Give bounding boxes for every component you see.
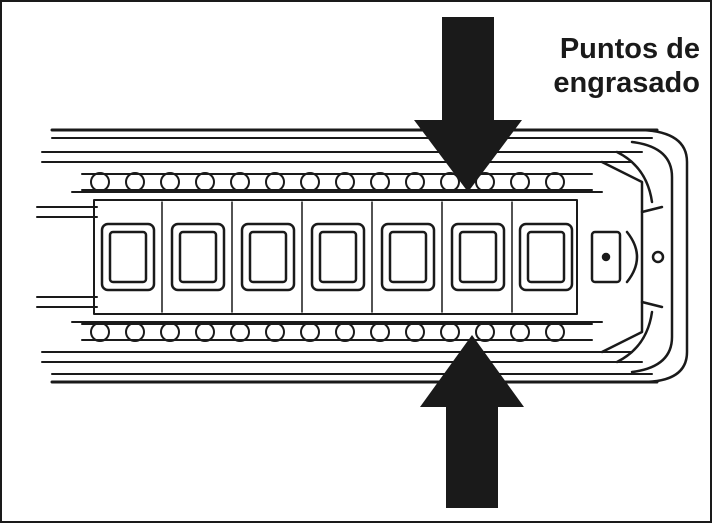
inner-rail — [36, 191, 603, 323]
bottom-ball-bearings — [81, 322, 593, 342]
arrow-up-icon — [420, 335, 524, 508]
outer-rail — [41, 128, 659, 384]
rail-end-cap — [590, 128, 689, 384]
grease-points-label-line2: engrasado — [553, 67, 700, 99]
grease-point-arrows — [414, 17, 524, 508]
top-ball-bearings — [81, 172, 593, 192]
ball-cage — [93, 199, 578, 315]
arrow-down-icon — [414, 17, 522, 192]
grease-points-label: Puntos de engrasado — [500, 32, 700, 100]
grease-points-label-line1: Puntos de — [559, 33, 700, 65]
